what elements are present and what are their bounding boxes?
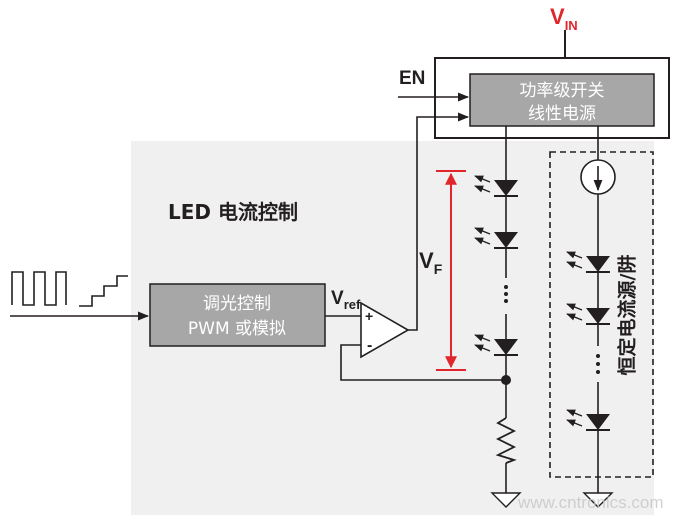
constant-current-label: 恒定电流源/阱: [616, 255, 639, 376]
opamp-minus: -: [367, 337, 372, 354]
cc-led-ellipsis: [596, 354, 600, 374]
led-control-title: LED 电流控制: [168, 200, 298, 224]
cc-led-2: [566, 303, 610, 325]
sense-node: [501, 375, 511, 385]
pwm-waveform: [11, 271, 67, 306]
opamp: [360, 301, 410, 359]
vin-label: VIN: [550, 4, 578, 33]
vf-label: VF: [419, 248, 443, 277]
led-ellipsis: [504, 285, 508, 303]
opamp-output-wire: [408, 112, 470, 331]
power-stage-label-line2: 线性电源: [528, 104, 596, 124]
vref-label: Vref: [331, 288, 361, 312]
constant-current-box: [549, 151, 654, 478]
cc-led-1: [566, 251, 610, 273]
feedback-wire: [340, 344, 506, 381]
led-1: [474, 175, 518, 197]
watermark: www.cntronics.com: [517, 493, 663, 512]
dimming-label-line1: 调光控制: [203, 294, 271, 314]
power-stage-box: [469, 73, 655, 127]
dimming-control-box: [149, 283, 326, 347]
sense-resistor: [495, 417, 517, 464]
cc-led-3: [566, 409, 610, 431]
ground-right: [582, 492, 614, 508]
led-2: [474, 227, 518, 249]
power-stage-label-line1: 功率级开关: [520, 81, 605, 101]
led-3: [474, 334, 518, 356]
ground-left: [490, 492, 522, 508]
opamp-plus: +: [365, 308, 373, 324]
dimming-label-line2: PWM 或模拟: [188, 319, 286, 339]
analog-waveform: [79, 275, 128, 307]
en-label: EN: [399, 68, 425, 89]
